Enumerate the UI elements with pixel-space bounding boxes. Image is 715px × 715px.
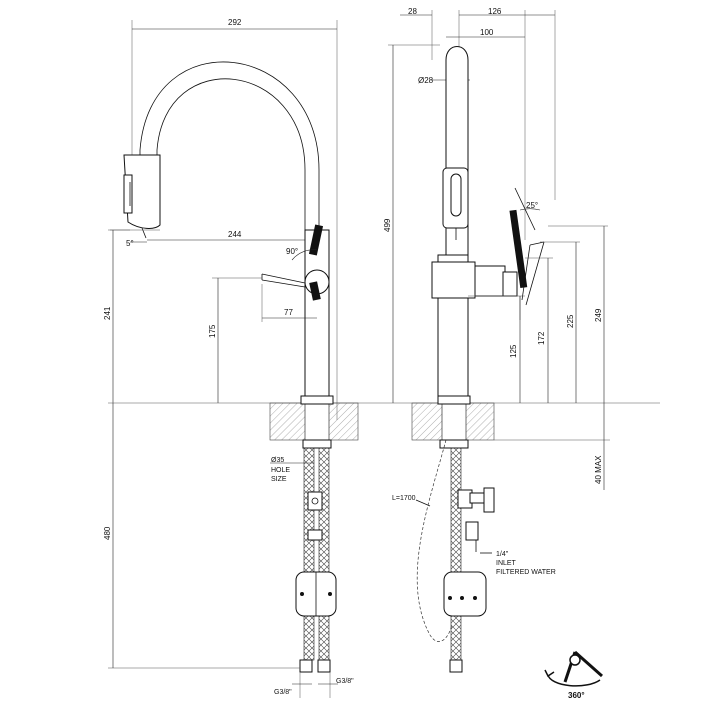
filter-box-right <box>443 571 487 617</box>
dim-90deg-label: 90° <box>286 247 298 256</box>
hose-right <box>450 447 462 661</box>
dim-225-label: 225 <box>566 314 575 328</box>
dim-125-label: 125 <box>509 344 518 358</box>
hole-label: HOLE <box>271 467 290 474</box>
quarter-inch-label: 1/4" <box>496 551 509 558</box>
dim-77-label: 77 <box>284 308 293 317</box>
pullout-hose <box>416 439 453 642</box>
rotation-360-icon <box>544 650 603 687</box>
inlet-label: INLET <box>496 560 517 567</box>
dim-249-label: 249 <box>594 308 603 322</box>
g38-right-label: G3/8" <box>336 678 354 685</box>
spray-head <box>123 154 161 229</box>
dim-35-label: Ø35 <box>271 457 284 464</box>
handle-lever-side <box>509 209 528 289</box>
dim-5deg-label: 5° <box>126 239 134 248</box>
right-view: 28 126 100 Ø28 499 25° 125 <box>383 7 610 700</box>
dim-244-label: 244 <box>228 230 242 239</box>
dim-292-label: 292 <box>228 18 242 27</box>
dim-241-label: 241 <box>103 306 112 320</box>
size-label: SIZE <box>271 476 287 483</box>
dim-499-label: 499 <box>383 218 392 232</box>
hose-left-1 <box>303 447 315 661</box>
dim-100-label: 100 <box>480 28 494 37</box>
g38-left-label: G3/8" <box>274 689 292 696</box>
hose-length-label: L=1700 <box>392 495 416 502</box>
dim-25deg-label: 25° <box>526 201 538 210</box>
dim-28-label: 28 <box>408 7 417 16</box>
filtered-water-label: FILTERED WATER <box>496 569 556 576</box>
dia-28-label: Ø28 <box>418 76 434 85</box>
rotation-360-label: 360° <box>568 691 585 700</box>
dim-175-label: 175 <box>208 324 217 338</box>
handle-lever <box>308 224 324 256</box>
dim-40max-label: 40 MAX <box>594 455 603 484</box>
left-view: 292 244 5° 90° 77 175 <box>103 18 660 698</box>
tap-body-left <box>304 229 330 401</box>
dim-126-label: 126 <box>488 7 502 16</box>
dim-172-label: 172 <box>537 331 546 345</box>
hose-left-2 <box>318 447 330 661</box>
dim-480-label: 480 <box>103 526 112 540</box>
